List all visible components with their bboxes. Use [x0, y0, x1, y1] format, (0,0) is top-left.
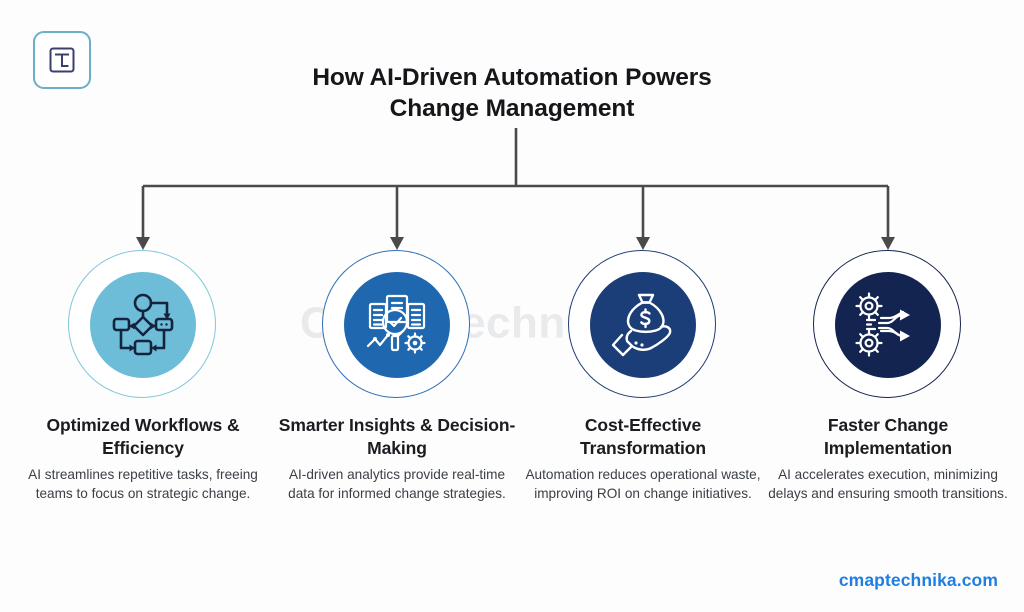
workflow-diagram-icon [112, 293, 174, 356]
icon-disc-3 [590, 272, 696, 378]
hand-holding-money-bag-icon [611, 293, 672, 357]
gears-crossing-arrows-icon [855, 292, 910, 357]
card-smarter-insights[interactable]: Smarter Insights & Decision-Making AI-dr… [274, 250, 520, 503]
icon-disc-1 [90, 272, 196, 378]
card-heading: Cost-Effective Transformation [580, 415, 706, 459]
footer-url[interactable]: cmaptechnika.com [838, 570, 998, 590]
page-title: How AI-Driven Automation Powers Change M… [262, 62, 762, 125]
card-body: AI-driven analytics provide real-time da… [288, 466, 506, 501]
icon-circle-1[interactable] [68, 250, 218, 400]
page-title-line-2: Change Management [389, 95, 635, 123]
icon-circle-2[interactable] [322, 250, 472, 400]
connector-arrow-3 [636, 237, 650, 250]
card-body: AI streamlines repetitive tasks, freeing… [28, 466, 258, 501]
data-analysis-magnifier-icon [366, 294, 426, 354]
card-body: Automation reduces operational waste, im… [525, 466, 761, 501]
connector-arrow-1 [136, 237, 150, 250]
cmap-technika-logo-icon[interactable] [33, 31, 91, 89]
card-faster-change-implementation[interactable]: Faster Change Implementation AI accelera… [765, 250, 1011, 503]
card-heading: Faster Change Implementation [824, 415, 952, 459]
icon-disc-4 [835, 272, 941, 378]
card-heading: Optimized Workflows & Efficiency [46, 415, 240, 459]
icon-disc-2 [344, 272, 450, 378]
icon-circle-4[interactable] [813, 250, 963, 400]
card-optimized-workflows[interactable]: Optimized Workflows & Efficiency AI stre… [20, 250, 266, 503]
card-body: AI accelerates execution, minimizing del… [768, 466, 1008, 501]
icon-circle-3[interactable] [568, 250, 718, 400]
connector-arrow-4 [881, 237, 895, 250]
connector-arrow-2 [390, 237, 404, 250]
card-cost-effective-transformation[interactable]: Cost-Effective Transformation Automation… [520, 250, 766, 503]
page-title-line-1: How AI-Driven Automation Powers [312, 64, 712, 91]
card-heading: Smarter Insights & Decision-Making [278, 415, 516, 459]
